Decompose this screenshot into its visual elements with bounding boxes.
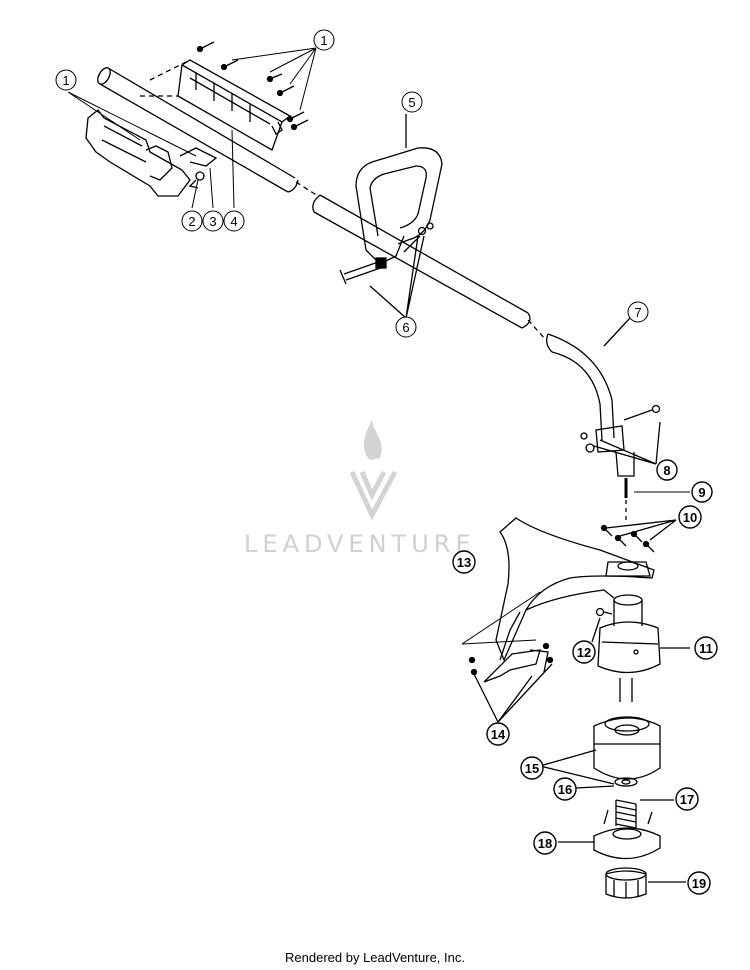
svg-text:1: 1: [320, 33, 327, 48]
callout-16: 16: [553, 777, 577, 801]
svg-text:15: 15: [525, 761, 539, 776]
leadventure-logo-icon: [349, 420, 398, 521]
callout-18: 18: [533, 831, 557, 855]
footer-credit: Rendered by LeadVenture, Inc.: [285, 950, 465, 965]
svg-text:13: 13: [457, 555, 471, 570]
svg-text:1: 1: [62, 73, 69, 88]
svg-text:3: 3: [209, 214, 216, 229]
gearhead: [597, 594, 690, 702]
bump-knob: [605, 867, 686, 899]
svg-text:8: 8: [663, 463, 670, 478]
washer: [575, 777, 638, 789]
clamp-hardware: [580, 404, 661, 465]
svg-text:12: 12: [577, 645, 591, 660]
svg-text:16: 16: [558, 782, 572, 797]
callout-9: 9: [691, 481, 713, 503]
callout-14: 14: [486, 722, 510, 746]
watermark: LEADVENTURE: [244, 420, 476, 558]
assist-handle: [355, 114, 443, 265]
callout-2: 2: [181, 210, 203, 232]
callout-7: 7: [627, 301, 649, 323]
svg-text:7: 7: [634, 305, 641, 320]
leader-lines-upper: [67, 47, 317, 209]
callout-6: 6: [395, 316, 417, 338]
callout-19: 19: [687, 871, 711, 895]
svg-text:2: 2: [188, 214, 195, 229]
spool-housing: [539, 716, 661, 785]
svg-text:18: 18: [538, 836, 552, 851]
upper-shaft-tube: [97, 67, 531, 329]
callout-13: 13: [452, 550, 476, 574]
handle-housing-half: [140, 59, 292, 151]
svg-text:10: 10: [683, 510, 697, 525]
callout-1a: 1: [313, 29, 335, 51]
svg-text:17: 17: [680, 792, 694, 807]
handle-bolt: [339, 235, 425, 319]
spring: [615, 799, 674, 829]
callout-8: 8: [656, 459, 678, 481]
callout-5: 5: [401, 91, 423, 113]
lower-bent-shaft: [527, 317, 635, 477]
callouts: 1 1 2 3 4 5 6 7 8 9 10 11 12 13 14 15 16…: [55, 29, 718, 895]
set-screw: [591, 607, 613, 643]
callout-1b: 1: [55, 69, 77, 91]
svg-text:6: 6: [402, 320, 409, 335]
throttle-housing: [85, 109, 218, 197]
svg-text:4: 4: [230, 214, 237, 229]
callout-4: 4: [223, 210, 245, 232]
callout-10: 10: [678, 505, 702, 529]
callout-3: 3: [202, 210, 224, 232]
mount-screws: [600, 519, 677, 577]
grass-shield: [483, 517, 655, 683]
callout-15: 15: [520, 756, 544, 780]
svg-text:5: 5: [408, 95, 415, 110]
callout-17: 17: [675, 787, 699, 811]
callout-12: 12: [572, 640, 596, 664]
bracket-screws: [461, 591, 554, 723]
svg-text:19: 19: [692, 876, 706, 891]
exploded-parts-drawing: [67, 41, 690, 899]
svg-text:14: 14: [491, 727, 506, 742]
svg-text:11: 11: [699, 641, 713, 656]
spool: [558, 809, 661, 860]
screws-part-1: [196, 41, 309, 131]
callout-11: 11: [694, 636, 718, 660]
watermark-text: LEADVENTURE: [244, 530, 476, 558]
svg-text:9: 9: [698, 485, 705, 500]
drive-shaft: [624, 478, 690, 520]
